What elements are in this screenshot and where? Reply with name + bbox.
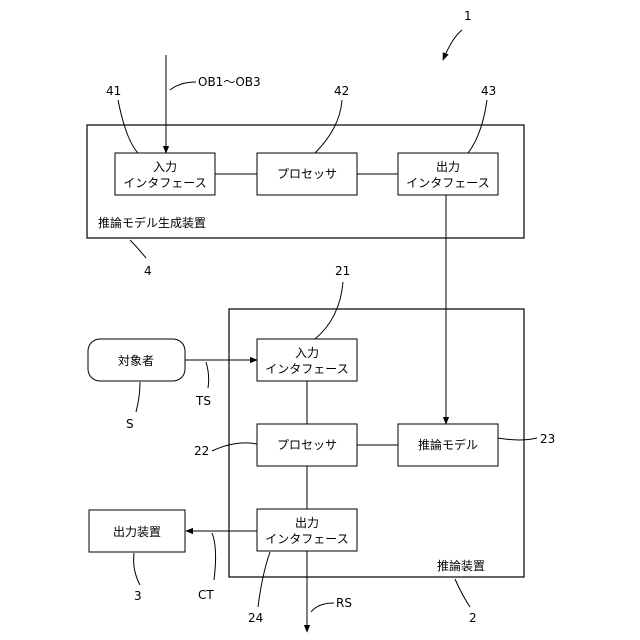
generator-device-label: 推論モデル生成装置	[98, 215, 206, 230]
output-device-ref: 3	[134, 589, 142, 603]
inference-input-interface-line1: 入力	[295, 346, 319, 360]
generator-input-interface-line2: インタフェース	[123, 176, 206, 190]
inference-output-interface-line1: 出力	[295, 516, 319, 530]
generator-output-interface-ref: 43	[481, 84, 496, 98]
generator-output-interface-line2: インタフェース	[406, 176, 489, 190]
figure-number: 1	[464, 9, 472, 23]
subject-label: 対象者	[118, 354, 154, 368]
inference-output-interface-line2: インタフェース	[265, 532, 348, 546]
ct-label: CT	[198, 588, 214, 602]
ts-label: TS	[195, 394, 211, 408]
inference-model-ref: 23	[540, 432, 555, 446]
rs-label: RS	[336, 596, 352, 610]
inference-output-interface-ref: 24	[248, 611, 263, 625]
ts-leader	[206, 362, 209, 388]
inference-processor-leader	[212, 443, 257, 451]
output-device-label: 出力装置	[113, 525, 161, 539]
inference-input-interface-line2: インタフェース	[265, 362, 348, 376]
inference-output-interface-leader	[258, 552, 270, 607]
inference-model-label: 推論モデル	[418, 437, 478, 452]
generator-processor-label: プロセッサ	[277, 167, 337, 181]
generator-input-interface-ref: 41	[106, 84, 121, 98]
generator-output-interface-line1: 出力	[436, 160, 460, 174]
inference-input-interface-leader	[315, 282, 343, 339]
generator-input-interface-leader	[118, 100, 138, 153]
subject-ref: S	[126, 417, 134, 431]
ct-leader	[212, 533, 216, 580]
subject-ref-leader	[136, 382, 140, 412]
ob-input-label: OB1～OB3	[198, 75, 261, 89]
inference-model-leader	[498, 438, 537, 440]
generator-ref-leader	[130, 240, 146, 258]
inference-input-interface-ref: 21	[335, 264, 350, 278]
generator-processor-leader	[315, 100, 342, 153]
inference-device-ref-leader	[455, 579, 470, 607]
inference-device-ref: 2	[469, 611, 477, 625]
inference-processor-ref: 22	[194, 444, 209, 458]
generator-processor-ref: 42	[334, 84, 349, 98]
generator-ref: 4	[144, 264, 152, 278]
output-device-ref-leader	[134, 553, 140, 585]
inference-device-label: 推論装置	[437, 558, 485, 573]
generator-output-interface-leader	[468, 100, 487, 153]
inference-processor-label: プロセッサ	[277, 438, 337, 452]
figure-number-pointer	[443, 30, 462, 60]
generator-input-interface-line1: 入力	[153, 160, 177, 174]
ob-input-leader	[170, 82, 196, 90]
rs-leader	[311, 603, 334, 612]
